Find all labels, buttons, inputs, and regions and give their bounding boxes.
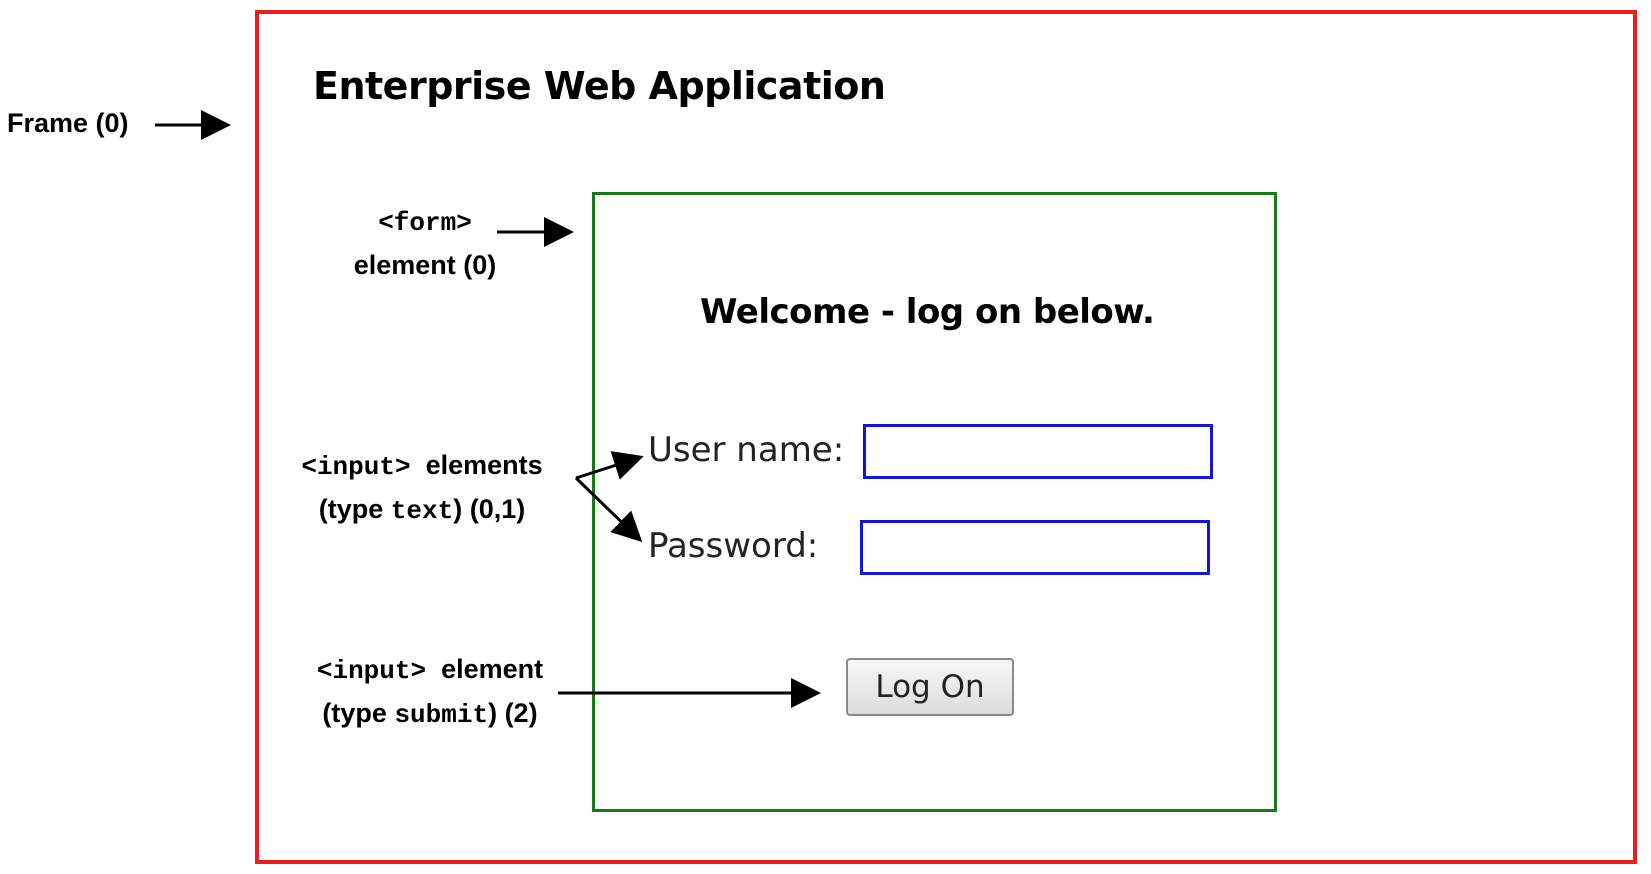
app-title: Enterprise Web Application	[313, 64, 886, 108]
text-inputs-annotation: <input> elements (type text) (0,1)	[272, 444, 572, 532]
logon-form	[592, 192, 1277, 812]
submit-input-annotation: <input> element (type submit) (2)	[280, 648, 580, 736]
form-annotation: <form> element (0)	[320, 200, 530, 286]
username-input[interactable]	[863, 424, 1213, 479]
password-label: Password:	[648, 526, 819, 566]
inputs-word-text: elements	[425, 450, 543, 480]
submit-type-close: ) (2)	[488, 698, 538, 728]
form-heading: Welcome - log on below.	[700, 292, 1155, 332]
frame-annotation: Frame (0)	[7, 108, 129, 138]
inputs-tag-text: <input>	[301, 452, 411, 482]
username-label: User name:	[648, 430, 845, 470]
inputs-type-close: ) (0,1)	[453, 494, 526, 524]
logon-button[interactable]: Log On	[846, 658, 1014, 716]
submit-tag-text: <input>	[316, 656, 427, 686]
submit-type-value: submit	[394, 700, 489, 730]
submit-type-open: (type	[322, 698, 387, 728]
form-desc-text: element (0)	[353, 250, 497, 280]
frame-border	[255, 10, 1637, 864]
form-tag-text: <form>	[378, 208, 472, 238]
inputs-type-value: text	[390, 496, 454, 526]
password-input[interactable]	[860, 520, 1210, 575]
inputs-type-open: (type	[318, 494, 384, 524]
submit-word-text: element	[441, 654, 544, 684]
